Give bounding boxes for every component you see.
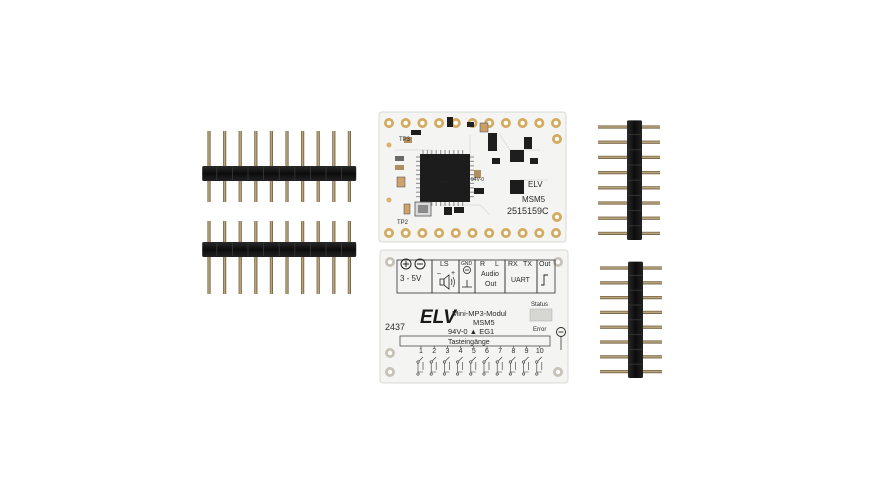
ground-icon — [462, 280, 472, 288]
pin-header-left-bottom — [202, 221, 357, 294]
header-pin — [316, 221, 320, 294]
pcb-top-board: ..... TP3 TP2 94V-0 ELV MSM5 2515159C — [378, 111, 567, 243]
tx-label: TX — [523, 261, 532, 268]
top-brand-label: ELV — [528, 180, 543, 189]
gnd-label: GND — [461, 261, 473, 267]
svg-text:–: – — [437, 270, 441, 277]
rx-label: RX — [508, 261, 518, 268]
header-pin — [301, 221, 305, 294]
out-label: Out — [539, 261, 550, 268]
header-pin — [254, 221, 258, 294]
speaker-icon — [439, 274, 455, 290]
signal-edge-icon — [541, 274, 548, 286]
top-94v0-mark: 94V-0 — [471, 177, 484, 183]
header-pin — [347, 221, 351, 294]
pin-header-right-bottom — [600, 261, 662, 378]
header-pin — [207, 221, 211, 294]
main-ic-chip: ..... — [416, 150, 474, 206]
uart-label: UART — [511, 277, 531, 284]
certification-text: 94V-0 ▲ EG1 — [448, 327, 494, 336]
header-pin — [332, 221, 336, 294]
input-number: 3 — [445, 348, 449, 355]
header-pin — [238, 221, 242, 294]
audio-r-label: R — [480, 261, 485, 268]
module-title: Mini-MP3-Modul — [452, 309, 507, 318]
top-serial-label: 2515159C — [507, 206, 549, 216]
input-number: 6 — [485, 348, 489, 355]
input-number: 4 — [459, 348, 463, 355]
audio-l-label: L — [495, 261, 499, 268]
supply-voltage-label: 3 - 5V — [400, 274, 422, 283]
audio-label: Audio — [481, 271, 499, 278]
pin-header-left-top — [202, 131, 357, 202]
top-board-pads — [384, 118, 562, 238]
input-number: 1 — [419, 348, 423, 355]
pin-header-right-top — [598, 120, 660, 240]
input-number: 8 — [511, 348, 515, 355]
date-code: 2437 — [385, 322, 405, 332]
svg-text:.....: ..... — [440, 177, 450, 184]
status-label: Status — [531, 302, 548, 308]
error-label: Error — [533, 327, 546, 333]
input-number: 7 — [498, 348, 502, 355]
ls-label: LS — [440, 261, 449, 268]
header-pin — [223, 221, 227, 294]
input-number: 10 — [536, 348, 544, 355]
bottom-board-pads — [385, 257, 563, 377]
button-inputs: 1 2 3 4 5 6 7 8 9 10 — [416, 346, 544, 376]
status-led — [529, 308, 553, 322]
input-number: 5 — [472, 348, 476, 355]
input-number: 9 — [525, 348, 529, 355]
bottom-brand-logo: ELV — [420, 307, 457, 328]
input-number: 2 — [432, 348, 436, 355]
module-model: MSM5 — [473, 318, 495, 327]
svg-text:+: + — [451, 270, 455, 277]
top-model-label: MSM5 — [522, 195, 546, 204]
tp3-label: TP3 — [399, 137, 411, 143]
header-pin — [269, 221, 273, 294]
pcb-bottom-board: 3 - 5V LS – + GND R L Audio Out RX TX UA… — [379, 249, 569, 384]
audio-out-label: Out — [485, 281, 496, 288]
tp2-label: TP2 — [397, 220, 409, 226]
inputs-label: Tasteingänge — [448, 339, 490, 346]
header-pin — [285, 221, 289, 294]
